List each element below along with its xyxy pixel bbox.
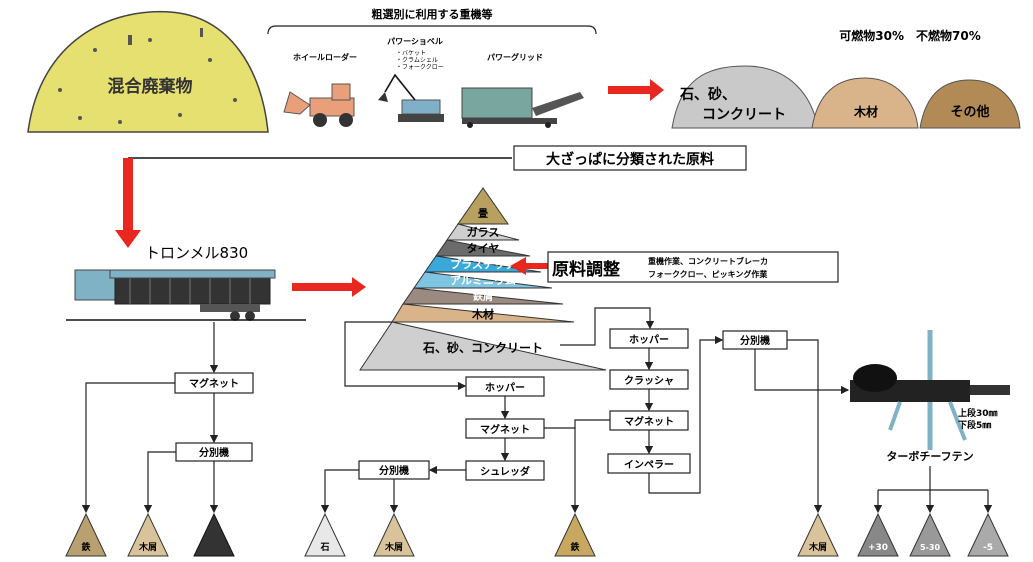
output-pile-stone: 石 [304, 512, 346, 557]
output-pile-iron-1: 鉄 [65, 512, 107, 557]
stone-pile-label-line1: 石、砂、 [679, 86, 736, 103]
output-pile-iron-2: 鉄 [554, 512, 596, 557]
screen-note-line1: 上段30㎜ [958, 407, 998, 419]
output-label-5: 木屑 [384, 541, 403, 553]
screen-note-line2: 下段5㎜ [958, 419, 991, 431]
arrow-right-icon [608, 79, 664, 101]
pyramid-layer-7: 木材 [471, 307, 494, 321]
banner-label: 大ざっぱに分類された原料 [546, 151, 714, 168]
pyramid-layer-4: プラスチック [450, 257, 516, 271]
output-label-7: 木屑 [808, 541, 827, 553]
wheel-loader-label: ホイールローダー [293, 52, 357, 62]
power-grid-icon [461, 87, 584, 128]
other-pile-label: その他 [950, 104, 989, 120]
output-pile-5-30: 5-30 [909, 512, 951, 557]
power-shovel-label: パワーショベル [387, 36, 443, 46]
magnet-label-3: マグネット [624, 415, 674, 428]
pyramid-layer-8: 石、砂、コンクリート [422, 340, 543, 355]
magnet-label-2: マグネット [480, 423, 530, 436]
output-pile-minus5: -5 [967, 512, 1009, 557]
wood-pile-label: 木材 [853, 104, 878, 119]
output-label-2: 木屑 [138, 541, 157, 553]
adjustment-label: 原料調整 [552, 259, 620, 280]
other-pile: その他 [919, 79, 1021, 129]
trommel-machine-icon [74, 269, 276, 321]
pyramid-layer-2: ガラス [467, 225, 500, 239]
separator-label-1: 分別機 [199, 446, 229, 459]
stone-pile: 石、砂、 コンクリート [671, 65, 819, 129]
trommel-label: トロンメル830 [145, 244, 248, 262]
impeller-label: インペラー [624, 459, 674, 471]
arrow-right-icon [292, 277, 366, 297]
output-pile-woodchip-2: 木屑 [373, 512, 415, 557]
output-label-4: 石 [319, 542, 329, 553]
combustible-ratio: 可燃物30% 不燃物70% [839, 28, 980, 43]
output-pile-plus30: +30 [857, 512, 899, 557]
banner-box [513, 145, 747, 171]
output-label-10: -5 [983, 543, 993, 553]
pyramid-layer-5: アルミニウム [450, 274, 516, 287]
arrow-left-icon [510, 257, 548, 275]
output-pile-woodchip-1: 木屑 [127, 512, 169, 557]
arrow-down-icon [115, 158, 141, 248]
shovel-option-2: ・クラムシェル [396, 57, 438, 64]
output-pile-woodchip-3: 木屑 [797, 512, 839, 557]
pyramid-layer-1: 畳 [478, 208, 488, 220]
mixed-waste-pile: 混合廃棄物 [27, 10, 269, 133]
machinery-bracket [267, 25, 597, 35]
adjustment-note-line1: 重機作業、コンクリートブレーカ [648, 256, 768, 266]
power-grid-label: パワーグリッド [487, 52, 543, 62]
stone-pile-label-line2: コンクリート [702, 107, 786, 123]
wood-pile: 木材 [811, 77, 919, 129]
shovel-option-3: ・フォーククロー [396, 64, 444, 71]
output-label-8: +30 [868, 543, 888, 553]
pyramid-layer-6: 鉄屑 [473, 290, 493, 303]
turbo-chieftain-icon [850, 330, 1010, 450]
crusher-label: クラッシャ [624, 375, 674, 387]
power-shovel-icon [378, 73, 444, 122]
mixed-waste-label: 混合廃棄物 [108, 76, 193, 97]
output-label-6: 鉄 [570, 541, 580, 553]
separator-label-3: 分別機 [740, 334, 770, 347]
hopper-label-1: ホッパー [485, 382, 525, 394]
shovel-option-1: ・バケット [396, 50, 426, 57]
material-pyramid: 畳 ガラス タイヤ プラスチック アルミニウム 鉄屑 木材 石、砂、コンクリート [359, 187, 607, 371]
turbo-chieftain-label: ターボチーフテン [886, 449, 973, 463]
pyramid-layer-3: タイヤ [467, 242, 500, 255]
output-pile-residue [193, 512, 235, 557]
hopper-label-2: ホッパー [629, 334, 669, 346]
output-label-9: 5-30 [920, 543, 940, 552]
magnet-label-1: マグネット [189, 377, 239, 390]
separator-label-2: 分別機 [379, 464, 409, 477]
output-label-1: 鉄 [81, 541, 91, 553]
shredder-label: シュレッダ [480, 465, 530, 478]
machinery-title: 粗選別に利用する重機等 [372, 7, 493, 21]
adjustment-note-line2: フォーククロー、ピッキング作業 [648, 269, 768, 279]
wheel-loader-icon [283, 83, 355, 127]
adjustment-box [547, 251, 839, 283]
